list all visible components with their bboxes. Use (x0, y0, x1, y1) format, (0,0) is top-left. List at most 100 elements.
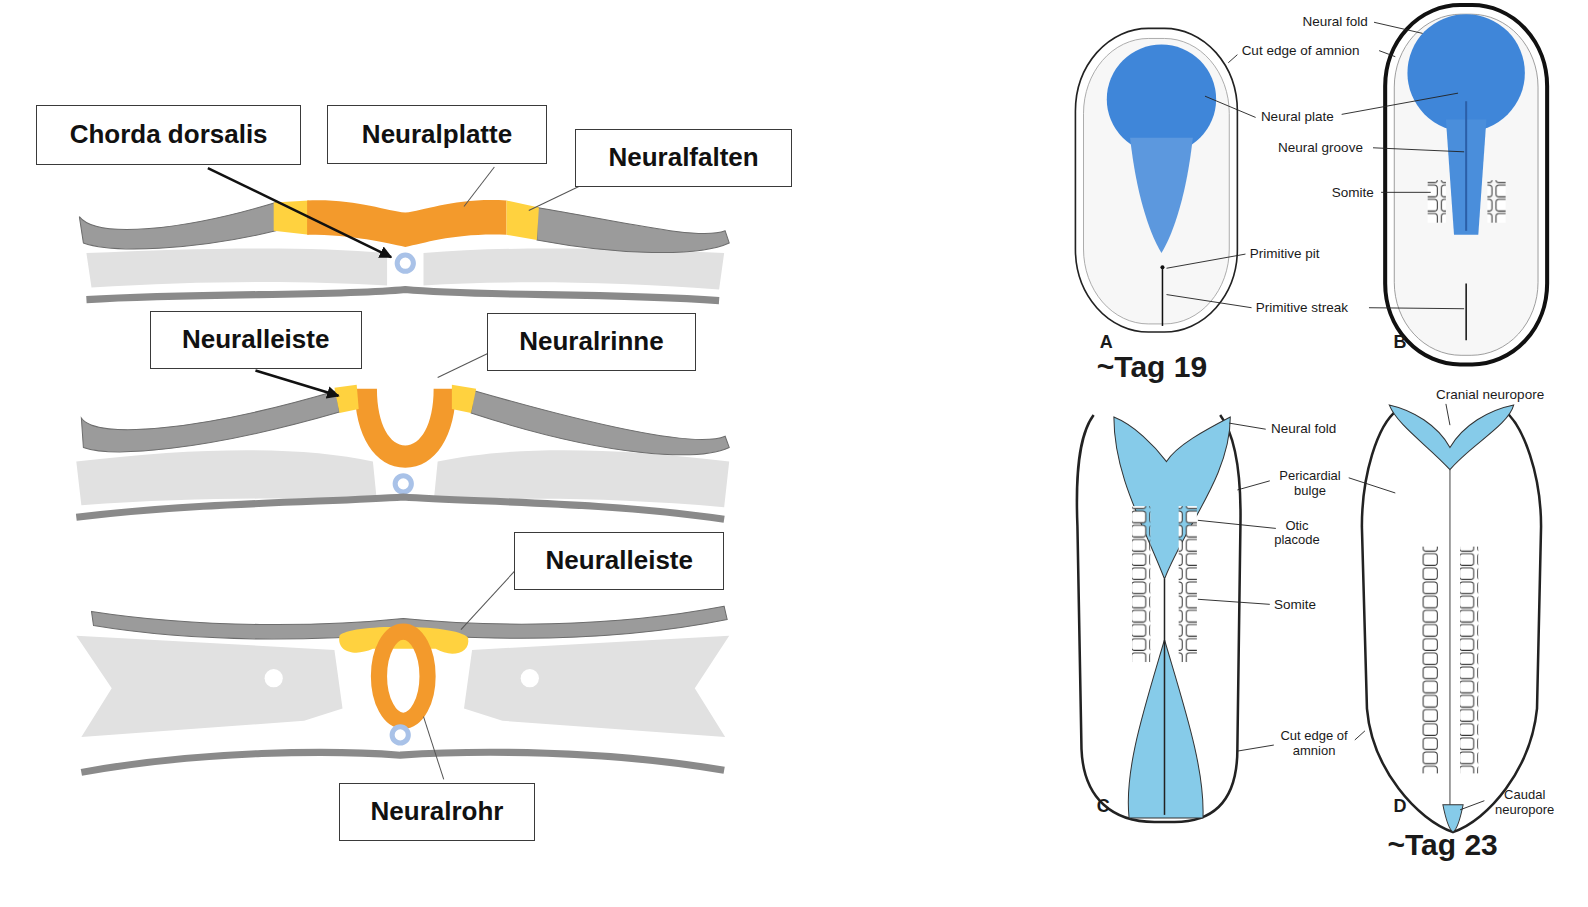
leader-line (1198, 599, 1270, 604)
leader-line (1229, 423, 1265, 429)
part-label: Pericardial bulge (1272, 469, 1348, 499)
endoderm (81, 752, 724, 772)
notochord (397, 255, 413, 271)
label-text: Neuralplatte (362, 120, 512, 150)
panel-caption: A (1100, 332, 1113, 353)
label-box: Neuralrinne (487, 313, 696, 371)
ectoderm (537, 208, 729, 253)
embryo-a (1075, 28, 1237, 332)
embryo-outline (1385, 5, 1547, 364)
label-box: Neuralrohr (339, 783, 534, 841)
endoderm (86, 290, 719, 301)
mesoderm (424, 248, 725, 289)
leader-lines (1167, 22, 1485, 810)
embryo-d (1362, 405, 1541, 832)
embryo-b (1385, 5, 1547, 364)
label-box: Chorda dorsalis (36, 105, 300, 165)
leader-line (1374, 22, 1423, 33)
leader-line (529, 186, 580, 210)
leader-lines (208, 167, 580, 779)
label-box: Neuralleiste (514, 532, 724, 591)
leader-arrow (208, 168, 391, 257)
leader-line (461, 569, 517, 630)
neural-crest-shape (334, 385, 358, 413)
neural-fold-shape (507, 200, 539, 239)
panel-caption: ~Tag 19 (1097, 350, 1207, 385)
somites (1179, 506, 1197, 662)
primitive-streak (1465, 283, 1467, 340)
part-label: Somite (1332, 185, 1374, 201)
neural-crest-shape (452, 385, 476, 413)
part-label: Otic placode (1266, 519, 1328, 549)
panel-caption: ~Tag 23 (1387, 828, 1497, 863)
label-box: Neuralfalten (575, 129, 792, 188)
section-neural-plate (79, 200, 729, 301)
leader-line (1446, 404, 1450, 425)
part-label: Primitive streak (1256, 300, 1348, 316)
section-neural-tube (76, 606, 729, 772)
part-label: Cut edge of amnion (1276, 729, 1352, 759)
neural-tube-line (1164, 579, 1166, 815)
neural-groove-shape (355, 389, 456, 468)
part-label: Somite (1274, 597, 1316, 613)
somites (1460, 547, 1478, 774)
embryo-disc (1084, 38, 1230, 323)
neural-plate-shape (307, 200, 506, 247)
neural-tube-shape (379, 632, 428, 721)
leader-line (1198, 520, 1276, 528)
embryo-disc (1394, 14, 1538, 355)
label-box: Neuralleiste (150, 311, 362, 369)
leader-line (1373, 148, 1464, 152)
somites (1132, 506, 1150, 662)
section-neural-groove (76, 385, 729, 520)
leader-line (1369, 308, 1464, 309)
part-label: Neural fold (1302, 14, 1367, 30)
notochord (392, 727, 408, 743)
leader-line (1167, 295, 1252, 308)
leader-line (1167, 254, 1246, 268)
panel-caption: B (1394, 332, 1407, 353)
leader-line (464, 167, 494, 206)
neural-plate-blue (1128, 640, 1203, 818)
somite-cavity (265, 669, 283, 687)
leader-line (1237, 481, 1269, 490)
panel-caption: C (1097, 796, 1110, 817)
label-text: Neuralfalten (608, 143, 758, 173)
ectoderm (471, 391, 729, 455)
label-text: Neuralrohr (371, 797, 504, 827)
caudal-neuropore-blue (1443, 805, 1463, 832)
leader-line (1349, 478, 1396, 493)
embryo-outline (1077, 415, 1241, 822)
part-label: Cranial neuropore (1436, 387, 1544, 403)
leader-line (438, 352, 491, 377)
part-label: Neural fold (1271, 421, 1336, 437)
embryo-outline (1362, 410, 1541, 832)
leader-line (1381, 192, 1431, 193)
leader-line (1205, 96, 1256, 117)
endoderm (76, 497, 724, 519)
leader-line (1237, 745, 1273, 751)
leader-line (1228, 55, 1237, 63)
mesoderm-somite (464, 636, 729, 737)
somites (1428, 180, 1446, 223)
notochord (395, 476, 411, 492)
cranial-neuropore-blue (1389, 405, 1514, 470)
label-text: Neuralleiste (182, 325, 329, 355)
part-label: Caudal neuropore (1485, 788, 1565, 818)
label-box: Neuralplatte (327, 105, 547, 164)
mesoderm-somite (76, 636, 342, 737)
neural-plate-blue (1107, 45, 1216, 154)
panel-caption: D (1394, 796, 1407, 817)
primitive-streak (1162, 267, 1164, 326)
embryo-c (1077, 415, 1241, 822)
neural-tube-line (1449, 470, 1450, 805)
part-label: Cut edge of amnion (1242, 43, 1360, 59)
ectoderm (81, 391, 339, 452)
label-text: Neuralleiste (546, 546, 693, 576)
neural-fold-shape (274, 200, 309, 234)
part-label: Neural plate (1261, 109, 1334, 125)
ectoderm (79, 202, 275, 248)
part-label: Primitive pit (1250, 246, 1320, 262)
embryo-outline (1075, 28, 1237, 332)
leader-line (1355, 731, 1365, 740)
